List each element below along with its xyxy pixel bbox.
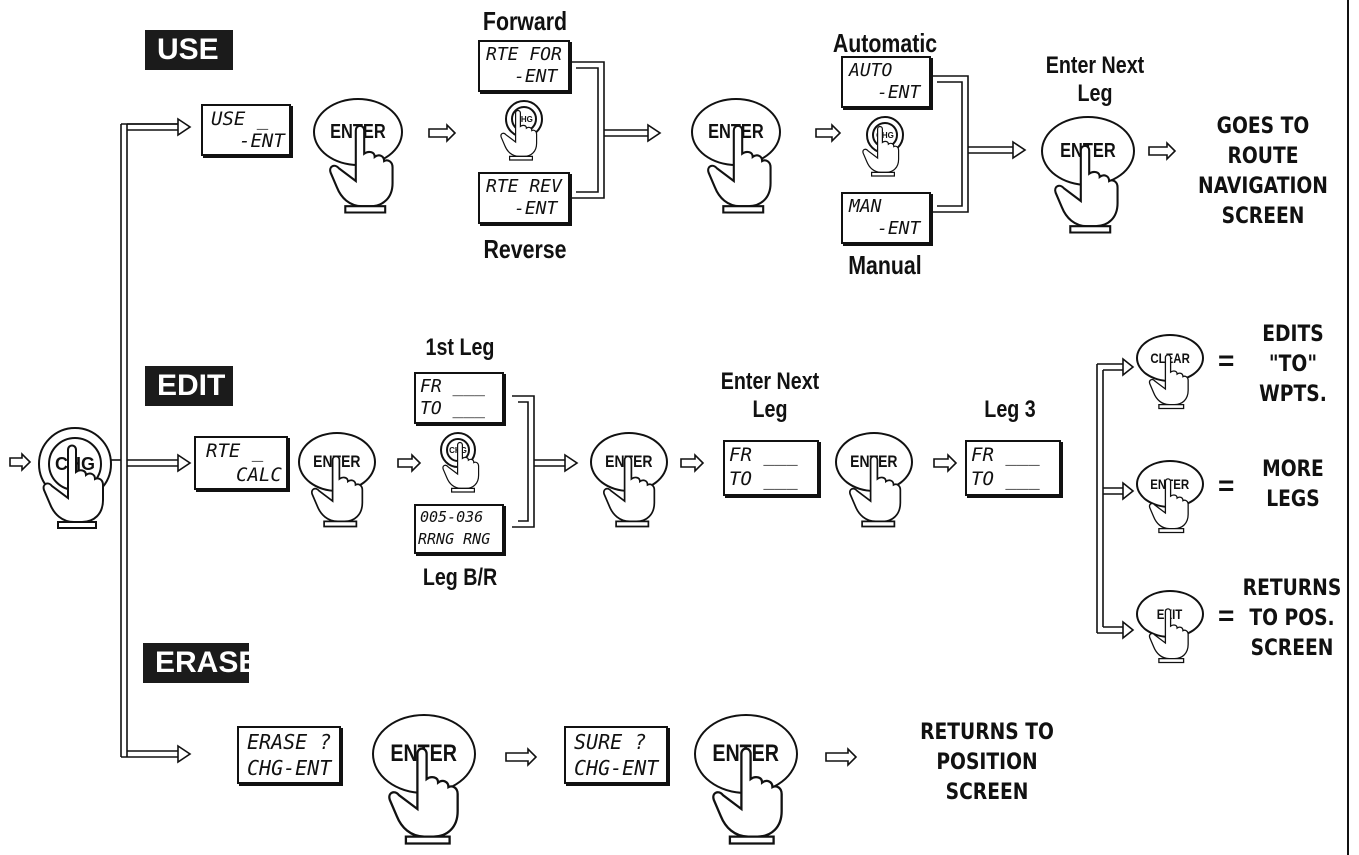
use-result-text: GOES TO ROUTE NAVIGATION SCREEN [1198, 114, 1328, 229]
reverse-display: RTE REV -ENT [478, 172, 570, 224]
pointing-hand-icon [849, 455, 902, 528]
equals-sign: = [1218, 600, 1235, 631]
display-line-1: RTE REV [486, 176, 562, 197]
display-line-1: 005-036 [420, 508, 484, 526]
forward-display: RTE FOR -ENT [478, 40, 570, 92]
pointing-hand-icon [311, 455, 364, 528]
exit-result-text: RETURNS TO POS. SCREEN [1242, 576, 1342, 661]
chg-label: CHG [876, 130, 894, 140]
display-line-2: TO ___ [971, 468, 1040, 490]
sure-display: SURE ? CHG-ENT [564, 726, 668, 784]
display-line-2: TO ___ [420, 398, 486, 419]
pointing-hand-icon [603, 455, 656, 528]
display-line-2: CHG-ENT [574, 756, 659, 780]
reverse-label: Reverse [483, 234, 567, 264]
chg-label: CHG [515, 114, 533, 124]
edit-header: EDIT [145, 366, 233, 406]
rte-calc-display: RTE _ CALC [194, 436, 288, 490]
pointing-hand-icon [707, 124, 772, 214]
leg-br-label: Leg B/R [422, 564, 498, 591]
auto-display: AUTO -ENT [841, 56, 931, 108]
manual-label: Manual [848, 250, 922, 280]
clear-result-text: EDITS "TO" WPTS. [1259, 322, 1327, 407]
flow-arrow-icon [428, 123, 457, 143]
leg3-display: FR ___ TO ___ [965, 440, 1061, 496]
pointing-hand-icon [42, 444, 104, 529]
flow-arrow-icon [397, 453, 422, 473]
pointing-hand-icon [500, 109, 538, 161]
next-leg-display: FR ___ TO ___ [723, 440, 819, 496]
display-line-1: RTE _ [206, 440, 264, 462]
display-line-1: RTE FOR [486, 44, 562, 65]
display-line-2: -ENT [239, 130, 285, 152]
display-line-2: RRNG RNG [418, 530, 491, 548]
flow-arrow-icon [825, 747, 858, 767]
pointing-hand-icon [1054, 144, 1119, 234]
pointing-hand-icon [862, 125, 900, 177]
equals-sign: = [1218, 470, 1235, 501]
leg3-label: Leg 3 [984, 396, 1036, 423]
pointing-hand-icon [1148, 354, 1189, 410]
equals-sign: = [1218, 345, 1235, 376]
display-line-1: ERASE ? [247, 730, 332, 754]
flow-arrow-icon [9, 452, 32, 472]
first-leg-label: 1st Leg [425, 334, 495, 361]
display-line-1: USE _ [211, 108, 269, 130]
flow-arrow-icon [815, 123, 842, 143]
use-display: USE _ -ENT [201, 104, 291, 156]
display-line-2: -ENT [514, 66, 558, 87]
pointing-hand-icon [329, 124, 394, 214]
pointing-hand-icon [1148, 608, 1189, 664]
pointing-hand-icon [1148, 478, 1189, 534]
forward-label: Forward [482, 6, 568, 36]
display-line-1: FR ___ [420, 376, 486, 397]
enter-next-leg-label: Enter Next Leg [1045, 52, 1145, 107]
display-line-2: TO ___ [729, 468, 798, 490]
display-line-2: CALC [236, 464, 282, 486]
erase-result-text: RETURNS TO POSITION SCREEN [920, 720, 1054, 805]
display-line-1: FR ___ [971, 444, 1040, 466]
display-line-1: AUTO [849, 60, 893, 81]
enter-result-text: MORE LEGS [1262, 457, 1324, 512]
flow-arrow-icon [933, 453, 958, 473]
manual-display: MAN -ENT [841, 192, 931, 244]
use-header: USE [145, 30, 233, 70]
flow-arrow-icon [1148, 141, 1177, 161]
pointing-hand-icon [712, 747, 783, 845]
right-border [1347, 0, 1349, 855]
enter-button[interactable]: ENTER [590, 432, 668, 492]
display-line-2: -ENT [877, 82, 921, 103]
automatic-label: Automatic [832, 28, 938, 58]
display-line-2: CHG-ENT [247, 756, 332, 780]
display-line-2: -ENT [514, 198, 558, 219]
display-line-1: SURE ? [574, 730, 647, 754]
erase-header: ERASE [143, 643, 258, 683]
display-line-2: -ENT [877, 218, 921, 239]
display-line-1: FR ___ [729, 444, 798, 466]
display-line-1: MAN [849, 196, 882, 217]
enter-next-leg-label: Enter Next Leg [720, 368, 820, 423]
leg-br-display: 005-036 RRNG RNG [414, 504, 504, 554]
flow-arrow-icon [505, 747, 538, 767]
first-leg-display: FR ___ TO ___ [414, 372, 504, 424]
erase-display: ERASE ? CHG-ENT [237, 726, 341, 784]
flow-arrow-icon [680, 453, 705, 473]
pointing-hand-icon [442, 441, 480, 493]
pointing-hand-icon [388, 747, 459, 845]
